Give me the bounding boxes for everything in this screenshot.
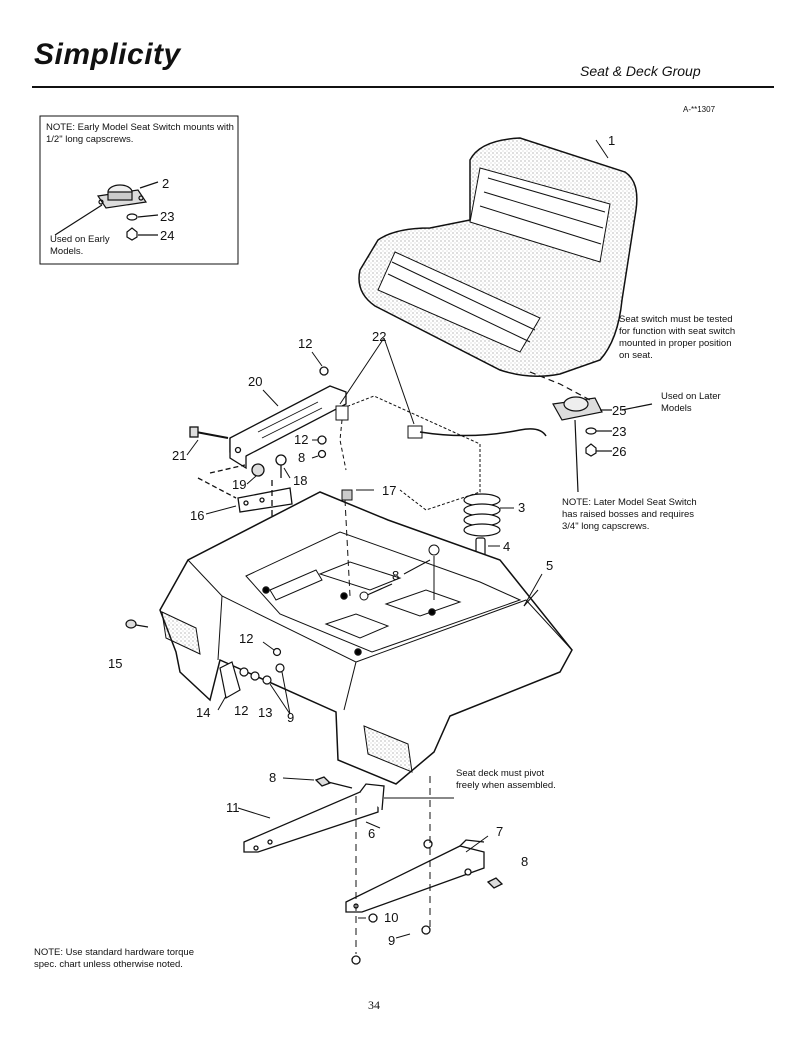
- note-later-switch: NOTE: Later Model Seat Switch has raised…: [562, 497, 697, 532]
- page-number: 34: [368, 998, 380, 1012]
- header-rule: [32, 86, 774, 88]
- callout-23-early: 23: [160, 209, 174, 224]
- callout-24: 24: [160, 228, 174, 243]
- callout-13: 13: [258, 705, 272, 720]
- note-seat-switch-test: Seat switch must be tested for function …: [619, 314, 736, 361]
- pivot-bracket-drawing: [237, 776, 504, 965]
- seat-drawing: [358, 137, 638, 377]
- callout-9-latch: 9: [287, 710, 294, 725]
- callout-1: 1: [608, 133, 615, 148]
- callout-12-rear: 12: [239, 631, 253, 646]
- callout-8-bottom: 8: [521, 854, 528, 869]
- callout-14: 14: [196, 705, 210, 720]
- later-seat-switch-drawing: [529, 371, 653, 493]
- note-used-early: Used on Early Models.: [50, 234, 110, 257]
- callout-8-deck: 8: [392, 568, 399, 583]
- note-used-later: Used on Later Models: [661, 391, 721, 414]
- callout-20: 20: [248, 374, 262, 389]
- callout-23-later: 23: [612, 424, 626, 439]
- note-hardware: NOTE: Use standard hardware torque spec.…: [34, 947, 194, 970]
- callout-12-latch: 12: [234, 703, 248, 718]
- wiring-harness-drawing: [335, 337, 547, 511]
- callout-22: 22: [372, 329, 386, 344]
- callout-3: 3: [518, 500, 525, 515]
- callout-6: 6: [368, 826, 375, 841]
- callout-9-bottom: 9: [388, 933, 395, 948]
- seat-bracket-drawing: [189, 366, 347, 590]
- callout-5: 5: [546, 558, 553, 573]
- callout-16: 16: [190, 508, 204, 523]
- callout-21: 21: [172, 448, 186, 463]
- callout-numbers: 1 2 23 24 12 22 20 21 12 8 19 18 17 16 3…: [108, 133, 626, 948]
- callout-17: 17: [382, 483, 396, 498]
- spring-drawing: [463, 493, 501, 557]
- callout-8-front: 8: [269, 770, 276, 785]
- callout-4: 4: [503, 539, 510, 554]
- note-pivot: Seat deck must pivot freely when assembl…: [456, 768, 556, 791]
- brand-logo: Simplicity: [34, 38, 181, 71]
- callout-12-mid: 12: [294, 432, 308, 447]
- early-seat-switch-drawing: [54, 181, 159, 241]
- callout-7: 7: [496, 824, 503, 839]
- callout-18: 18: [293, 473, 307, 488]
- callout-12-top: 12: [298, 336, 312, 351]
- seat-deck-drawing: [159, 489, 573, 785]
- callout-15: 15: [108, 656, 122, 671]
- section-title: Seat & Deck Group: [580, 63, 701, 79]
- part-code: A-**1307: [683, 105, 716, 114]
- callout-26: 26: [612, 444, 626, 459]
- callout-8-mid: 8: [298, 450, 305, 465]
- callout-2: 2: [162, 176, 169, 191]
- callout-25: 25: [612, 403, 626, 418]
- latch-hardware-drawing: [125, 619, 285, 699]
- note-early-switch: NOTE: Early Model Seat Switch mounts wit…: [46, 122, 234, 145]
- callout-10: 10: [384, 910, 398, 925]
- callout-19: 19: [232, 477, 246, 492]
- early-note-box: [39, 115, 239, 265]
- callout-11: 11: [226, 800, 240, 815]
- leader-lines: [186, 351, 543, 939]
